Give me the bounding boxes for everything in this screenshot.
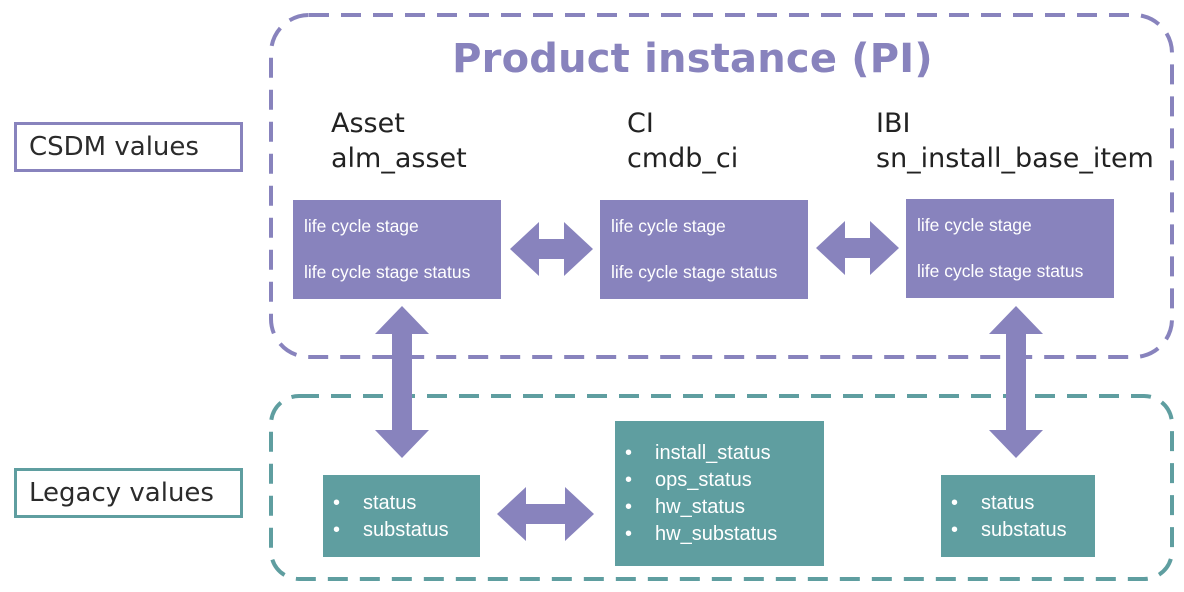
- legacy-box-asset: status substatus: [323, 475, 480, 557]
- field-life-cycle-stage-status: life cycle stage status: [304, 262, 471, 282]
- field-life-cycle-stage-status: life cycle stage status: [611, 262, 778, 282]
- table-header-ibi: IBI sn_install_base_item: [876, 106, 1154, 176]
- arrow-asset-legacy: [375, 306, 429, 458]
- csdm-box-ci: life cycle stage life cycle stage status: [600, 200, 808, 299]
- diagram-title: Product instance (PI): [452, 36, 933, 82]
- table-name-ibi: IBI: [876, 108, 911, 139]
- csdm-box-asset: life cycle stage life cycle stage status: [293, 200, 501, 299]
- arrow-legacy-asset-ci: [497, 487, 594, 541]
- arrow-ibi-legacy: [989, 306, 1043, 458]
- table-id-ci: cmdb_ci: [627, 143, 739, 174]
- legacy-box-ci: install_status ops_status hw_status hw_s…: [615, 421, 824, 566]
- legacy-field: substatus: [941, 517, 1095, 544]
- table-name-ci: CI: [627, 108, 654, 139]
- field-life-cycle-stage: life cycle stage: [917, 215, 1032, 235]
- legacy-box-ibi: status substatus: [941, 475, 1095, 557]
- table-id-asset: alm_asset: [331, 143, 467, 174]
- field-life-cycle-stage-status: life cycle stage status: [917, 261, 1084, 281]
- product-instance-container: [269, 13, 1174, 359]
- table-id-ibi: sn_install_base_item: [876, 143, 1154, 174]
- arrow-ci-ibi: [816, 221, 899, 275]
- legacy-container: [269, 394, 1174, 581]
- arrow-asset-ci: [510, 222, 593, 276]
- table-header-ci: CI cmdb_ci: [627, 106, 738, 176]
- legacy-field: substatus: [323, 517, 480, 544]
- legacy-field: ops_status: [615, 467, 824, 494]
- csdm-values-text: CSDM values: [29, 132, 199, 162]
- legacy-values-label: Legacy values: [14, 468, 243, 518]
- field-life-cycle-stage: life cycle stage: [611, 216, 726, 236]
- legacy-values-text: Legacy values: [29, 478, 214, 508]
- csdm-box-ibi: life cycle stage life cycle stage status: [906, 199, 1114, 298]
- csdm-values-label: CSDM values: [14, 122, 243, 172]
- legacy-field: hw_status: [615, 494, 824, 521]
- legacy-field: status: [941, 490, 1095, 517]
- field-life-cycle-stage: life cycle stage: [304, 216, 419, 236]
- legacy-field: install_status: [615, 440, 824, 467]
- legacy-field: status: [323, 490, 480, 517]
- table-name-asset: Asset: [331, 108, 405, 139]
- legacy-field: hw_substatus: [615, 521, 824, 548]
- table-header-asset: Asset alm_asset: [331, 106, 467, 176]
